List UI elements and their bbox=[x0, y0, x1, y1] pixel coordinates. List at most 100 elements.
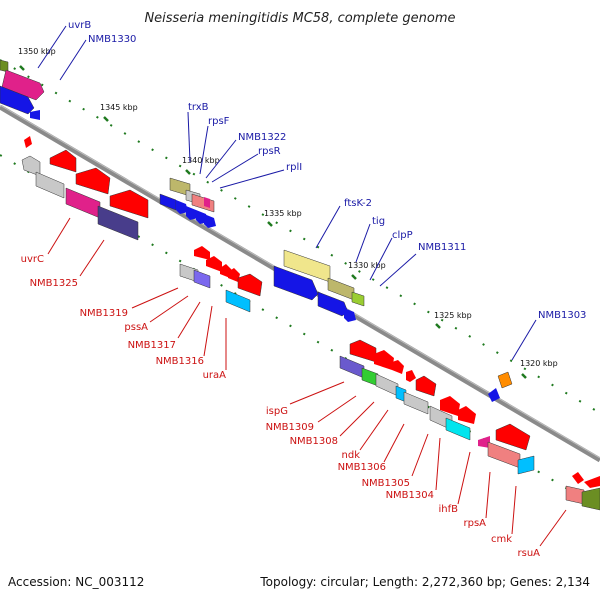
leader-line bbox=[47, 217, 71, 255]
gene-label[interactable]: cmk bbox=[491, 534, 512, 545]
gene-arrow bbox=[495, 423, 531, 451]
gene-arrow bbox=[392, 360, 404, 374]
gene-label[interactable]: ndk bbox=[342, 450, 361, 461]
gene-arrow bbox=[206, 256, 222, 272]
leader-line bbox=[59, 39, 87, 81]
gene-block bbox=[191, 193, 215, 213]
gene-label[interactable]: NMB1322 bbox=[238, 132, 286, 143]
gene-block bbox=[204, 197, 210, 208]
gene-label[interactable]: rpsA bbox=[463, 518, 486, 529]
tick-mark bbox=[103, 116, 109, 122]
gene-block bbox=[327, 277, 355, 301]
gene-label[interactable]: NMB1304 bbox=[386, 490, 434, 501]
leader-line bbox=[199, 125, 209, 175]
gene-block bbox=[581, 487, 600, 511]
gene-block bbox=[193, 269, 211, 289]
gene-label[interactable]: uraA bbox=[203, 370, 227, 381]
leader-line bbox=[511, 319, 537, 361]
gene-arrow bbox=[176, 200, 188, 214]
gene-label[interactable]: NMB1316 bbox=[156, 356, 204, 367]
gene-arrow bbox=[194, 246, 210, 260]
gene-block bbox=[35, 171, 65, 199]
leader-line bbox=[317, 395, 357, 423]
leader-line bbox=[485, 471, 491, 519]
gene-label[interactable]: tig bbox=[372, 216, 385, 227]
tick-label: 1345 kbp bbox=[100, 103, 138, 112]
gene-label[interactable]: ftsK-2 bbox=[344, 198, 372, 209]
leader-line bbox=[211, 153, 259, 183]
gene-arrow bbox=[204, 214, 216, 228]
major-ticks bbox=[19, 65, 527, 379]
gene-block bbox=[361, 367, 379, 387]
gene-label[interactable]: ihfB bbox=[439, 504, 459, 515]
gene-block bbox=[565, 485, 585, 505]
tick-label: 1350 kbp bbox=[18, 47, 56, 56]
gene-label[interactable]: NMB1325 bbox=[30, 278, 78, 289]
gene-label[interactable]: NMB1309 bbox=[266, 422, 314, 433]
gene-arrow bbox=[24, 136, 32, 148]
leader-line bbox=[203, 305, 213, 357]
gene-block bbox=[403, 391, 429, 415]
gene-block bbox=[445, 417, 471, 441]
gene-label[interactable]: NMB1305 bbox=[362, 478, 410, 489]
gene-label[interactable]: NMB1330 bbox=[88, 34, 136, 45]
tick-mark bbox=[19, 65, 25, 71]
leader-line bbox=[79, 239, 105, 277]
gene-arrow bbox=[488, 388, 500, 402]
gene-label[interactable]: NMB1308 bbox=[290, 436, 338, 447]
leader-line bbox=[511, 485, 517, 535]
lower-strand-features bbox=[21, 136, 600, 511]
leader-line bbox=[457, 451, 471, 505]
gene-label[interactable]: rsuA bbox=[518, 548, 541, 559]
gene-arrow bbox=[30, 110, 40, 120]
gene-block bbox=[375, 373, 399, 397]
leader-line bbox=[289, 381, 345, 405]
tick-mark bbox=[267, 221, 273, 227]
tick-mark bbox=[521, 373, 527, 379]
gene-block bbox=[21, 155, 41, 177]
upper-gene-labels: uvrB NMB1330 trxB rpsF NMB1322 rpsR rplI… bbox=[68, 20, 586, 321]
gene-block bbox=[1, 69, 45, 101]
gene-label[interactable]: NMB1317 bbox=[128, 340, 176, 351]
accession-text: Accession: NC_003112 bbox=[8, 575, 144, 589]
gene-label[interactable]: rpsR bbox=[258, 146, 281, 157]
tick-label: 1320 kbp bbox=[520, 359, 558, 368]
gene-block bbox=[225, 289, 251, 313]
gene-label[interactable]: rplI bbox=[286, 162, 302, 173]
leader-line bbox=[411, 433, 429, 477]
map-title: Neisseria meningitidis MC58, complete ge… bbox=[144, 11, 455, 26]
leader-line bbox=[359, 409, 389, 451]
gene-label[interactable]: clpP bbox=[392, 230, 413, 241]
tick-label: 1330 kbp bbox=[348, 261, 386, 270]
gene-label[interactable]: uvrB bbox=[68, 20, 91, 31]
gene-label[interactable]: pssA bbox=[124, 322, 148, 333]
gene-label[interactable]: ispG bbox=[266, 406, 288, 417]
gene-label[interactable]: NMB1306 bbox=[338, 462, 386, 473]
gene-arrow bbox=[349, 339, 377, 363]
gene-label[interactable]: NMB1311 bbox=[418, 242, 466, 253]
gene-label[interactable]: rpsF bbox=[208, 116, 230, 127]
gene-label[interactable]: uvrC bbox=[21, 254, 44, 265]
tick-mark bbox=[435, 323, 441, 329]
gene-arrow bbox=[415, 375, 437, 397]
gene-block bbox=[65, 187, 101, 219]
gene-block bbox=[497, 371, 513, 389]
leader-line bbox=[435, 437, 441, 491]
leader-line bbox=[379, 253, 417, 287]
tick-label: 1325 kbp bbox=[434, 311, 472, 320]
gene-label[interactable]: NMB1319 bbox=[80, 308, 128, 319]
leader-line bbox=[177, 301, 201, 339]
gene-arrow bbox=[0, 85, 35, 115]
tick-mark bbox=[185, 169, 191, 175]
leader-line bbox=[131, 287, 179, 309]
topology-summary: Topology: circular; Length: 2,272,360 bp… bbox=[259, 575, 590, 589]
leader-line bbox=[219, 169, 285, 189]
gene-block bbox=[478, 436, 490, 448]
upper-strand-features bbox=[0, 59, 513, 402]
gene-arrow bbox=[75, 167, 111, 195]
gene-label[interactable]: NMB1303 bbox=[538, 310, 586, 321]
gene-label[interactable]: trxB bbox=[188, 102, 209, 113]
gene-arrow bbox=[344, 308, 356, 322]
lower-leader-lines bbox=[47, 217, 567, 547]
